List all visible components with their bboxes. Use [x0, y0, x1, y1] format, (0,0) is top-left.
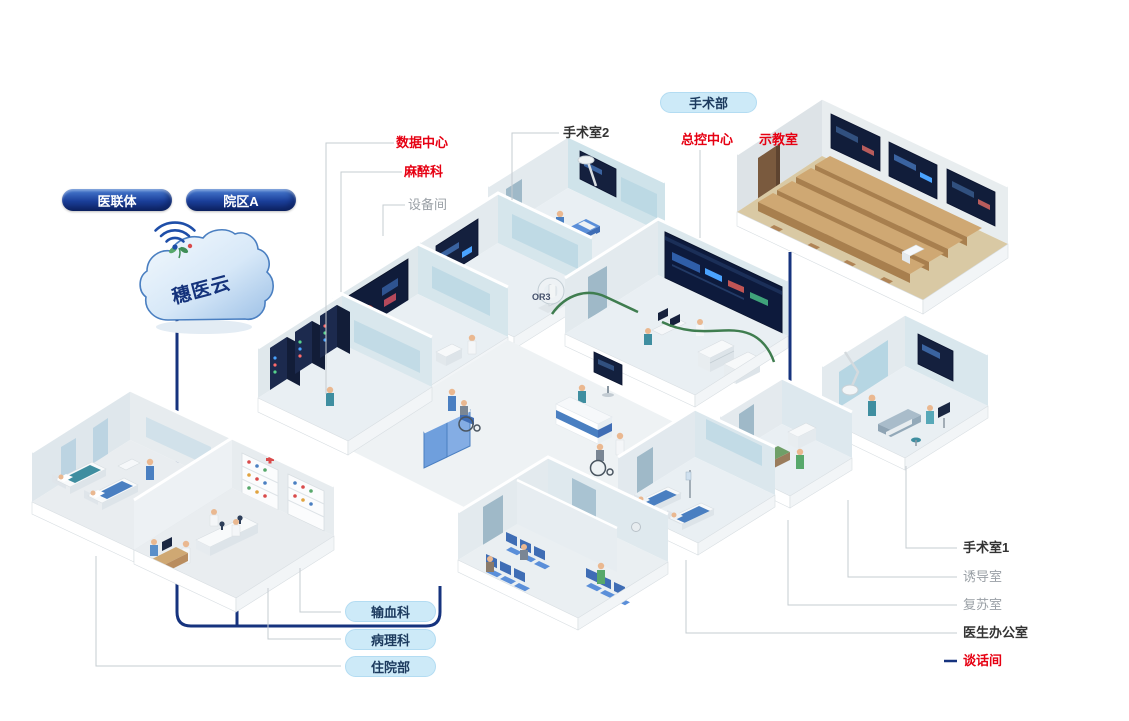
callout-induction-room: 诱导室 — [963, 569, 1003, 584]
pathology-pill[interactable]: 病理科 — [345, 629, 436, 650]
cloud-shape — [139, 229, 274, 321]
callout-master-control: 总控中心 — [681, 132, 734, 147]
inpatient-pill[interactable]: 住院部 — [345, 656, 436, 677]
sprout-icon — [178, 247, 181, 259]
room-pathology-lab — [133, 436, 335, 613]
callout-data-center: 数据中心 — [396, 135, 449, 150]
cloud-shadow — [156, 320, 252, 334]
room-waiting-area — [457, 455, 669, 631]
room-demo-classroom — [736, 96, 1009, 315]
medical-alliance-pill[interactable]: 医联体 — [62, 189, 172, 211]
callout-anesthesia: 麻醉科 — [404, 164, 444, 179]
callout-doctor-office: 医生办公室 — [963, 625, 1029, 640]
callout-operating-room-1: 手术室1 — [963, 540, 1010, 555]
surgery-department-pill[interactable]: 手术部 — [660, 92, 757, 113]
callout-demo-classroom: 示教室 — [759, 132, 799, 147]
cloud-platform: 穗医云 — [139, 221, 274, 334]
room-or1 — [821, 312, 989, 471]
wifi-icon — [154, 221, 196, 250]
campus-a-pill[interactable]: 院区A — [186, 189, 296, 211]
or3-tag: OR3 — [532, 292, 551, 302]
leader-lines — [95, 132, 957, 667]
room-data-center — [257, 292, 433, 456]
callout-recovery-room: 复苏室 — [963, 597, 1003, 612]
link-path-green — [550, 291, 776, 363]
callout-equipment-room: 设备间 — [408, 197, 448, 212]
blood-transfusion-pill[interactable]: 输血科 — [345, 601, 436, 622]
callout-operating-room-2: 手术室2 — [563, 125, 610, 140]
reception-area — [448, 351, 625, 477]
callout-talk-room: 谈话间 — [963, 653, 1003, 668]
